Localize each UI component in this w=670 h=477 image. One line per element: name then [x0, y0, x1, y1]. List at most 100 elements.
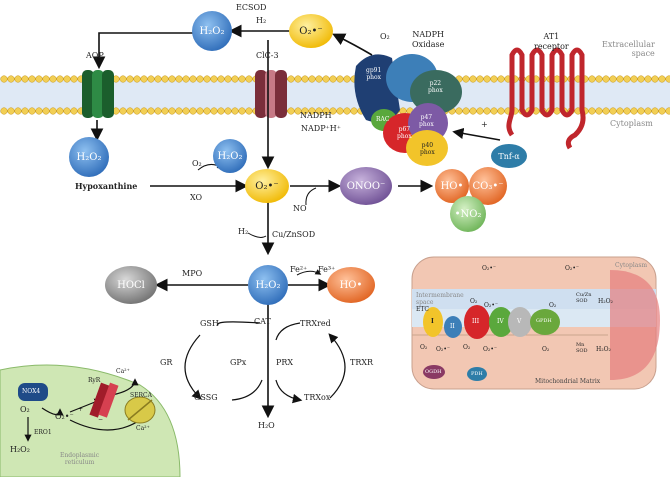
gr-label: GR — [160, 358, 173, 367]
superoxide-cytoplasm: O₂•⁻ — [255, 180, 279, 192]
lipid-head — [154, 107, 162, 115]
lipid-head — [245, 75, 253, 83]
serca-pump — [124, 396, 156, 424]
lipid-head — [658, 75, 666, 83]
lipid-head — [224, 75, 232, 83]
lipid-head — [651, 75, 659, 83]
superoxide-extracellular: O₂•⁻ — [299, 25, 323, 37]
lipid-head — [462, 107, 470, 115]
lipid-head — [126, 107, 134, 115]
mpo-label: MPO — [182, 269, 203, 278]
h2o2-er: H₂O₂ — [10, 445, 30, 454]
p67-label: p67 phox — [397, 126, 412, 140]
lipid-head — [455, 107, 463, 115]
trxox-label: TRXox — [304, 393, 331, 402]
plus-sign-er: + — [78, 406, 84, 413]
lipid-head — [588, 75, 596, 83]
ca-label-1: Ca²⁺ — [116, 368, 130, 375]
lipid-head — [644, 107, 652, 115]
trxr-label: TRXR — [350, 358, 374, 367]
lipid-head — [350, 107, 358, 115]
mito-superoxide-top-2: O₂•⁻ — [565, 265, 580, 272]
lipid-head — [56, 75, 64, 83]
lipid-head — [63, 75, 71, 83]
lipid-head — [49, 75, 57, 83]
lipid-head — [329, 75, 337, 83]
h2o2-central: H₂O₂ — [255, 279, 281, 291]
lipid-head — [609, 107, 617, 115]
lipid-head — [329, 107, 337, 115]
lipid-head — [7, 107, 15, 115]
lipid-head — [189, 107, 197, 115]
lipid-head — [14, 75, 22, 83]
lipid-head — [630, 107, 638, 115]
fe2-label: Fe²⁺ — [290, 265, 308, 274]
lipid-head — [483, 75, 491, 83]
complex-i: I — [431, 318, 434, 325]
lipid-head — [0, 107, 8, 115]
lipid-head — [637, 75, 645, 83]
lipid-head — [602, 107, 610, 115]
lipid-head — [161, 107, 169, 115]
lipid-head — [322, 75, 330, 83]
ecsod-label: ECSOD — [236, 3, 267, 12]
mito-superoxide-matrix-2: O₂•⁻ — [483, 346, 498, 353]
mito-cytoplasm-label: Cytoplasm — [615, 262, 648, 269]
lipid-head — [336, 107, 344, 115]
lipid-head — [133, 107, 141, 115]
lipid-head — [63, 107, 71, 115]
lipid-head — [210, 107, 218, 115]
nitrogen-dioxide: •NO₂ — [454, 208, 482, 220]
plus-sign-at1: + — [481, 120, 488, 129]
lipid-head — [217, 75, 225, 83]
lipid-head — [7, 75, 15, 83]
lipid-head — [175, 107, 183, 115]
lipid-head — [665, 75, 670, 83]
lipid-head — [49, 107, 57, 115]
mito-o2-matrix-1: O₂ — [420, 344, 428, 351]
lipid-head — [644, 75, 652, 83]
lipid-head — [203, 75, 211, 83]
lipid-head — [21, 75, 29, 83]
lipid-head — [0, 75, 8, 83]
mito-o2-matrix-3: O₂ — [542, 346, 550, 353]
nox4-label: NOX4 — [22, 388, 41, 395]
extracellular-space-label: Extracellular space — [602, 40, 655, 58]
lipid-head — [315, 75, 323, 83]
lipid-head — [294, 75, 302, 83]
mito-o2-ims-2: O₂ — [549, 302, 557, 309]
lipid-head — [665, 107, 670, 115]
trxred-label: TRXred — [300, 319, 331, 328]
o2-er: O₂ — [20, 405, 30, 414]
o2-xo: O₂ — [192, 159, 202, 168]
p40-label: p40 phox — [420, 142, 435, 156]
lipid-head — [315, 107, 323, 115]
minus-sign-er: − — [98, 416, 104, 423]
p47-label: p47 phox — [419, 114, 434, 128]
clc3-label: ClC-3 — [256, 51, 279, 60]
lipid-head — [476, 107, 484, 115]
complex-iv: IV — [497, 318, 504, 325]
lipid-head — [238, 75, 246, 83]
lipid-head — [35, 75, 43, 83]
lipid-head — [658, 107, 666, 115]
lipid-head — [42, 75, 50, 83]
lipid-head — [168, 107, 176, 115]
nadp-label: NADP⁺H⁺ — [301, 124, 341, 133]
mito-superoxide-top-1: O₂•⁻ — [482, 265, 497, 272]
lipid-head — [308, 75, 316, 83]
clc3-channel — [255, 70, 287, 118]
lipid-head — [175, 75, 183, 83]
ca-label-2: Ca²⁺ — [136, 425, 150, 432]
gpx-label: GPx — [230, 358, 247, 367]
lipid-head — [462, 75, 470, 83]
lipid-head — [497, 75, 505, 83]
lipid-head — [287, 75, 295, 83]
hydroxyl-radical-2: HO• — [339, 279, 363, 291]
lipid-head — [616, 107, 624, 115]
lipid-head — [140, 107, 148, 115]
lipid-head — [553, 75, 561, 83]
lipid-head — [182, 75, 190, 83]
lipid-head — [182, 107, 190, 115]
